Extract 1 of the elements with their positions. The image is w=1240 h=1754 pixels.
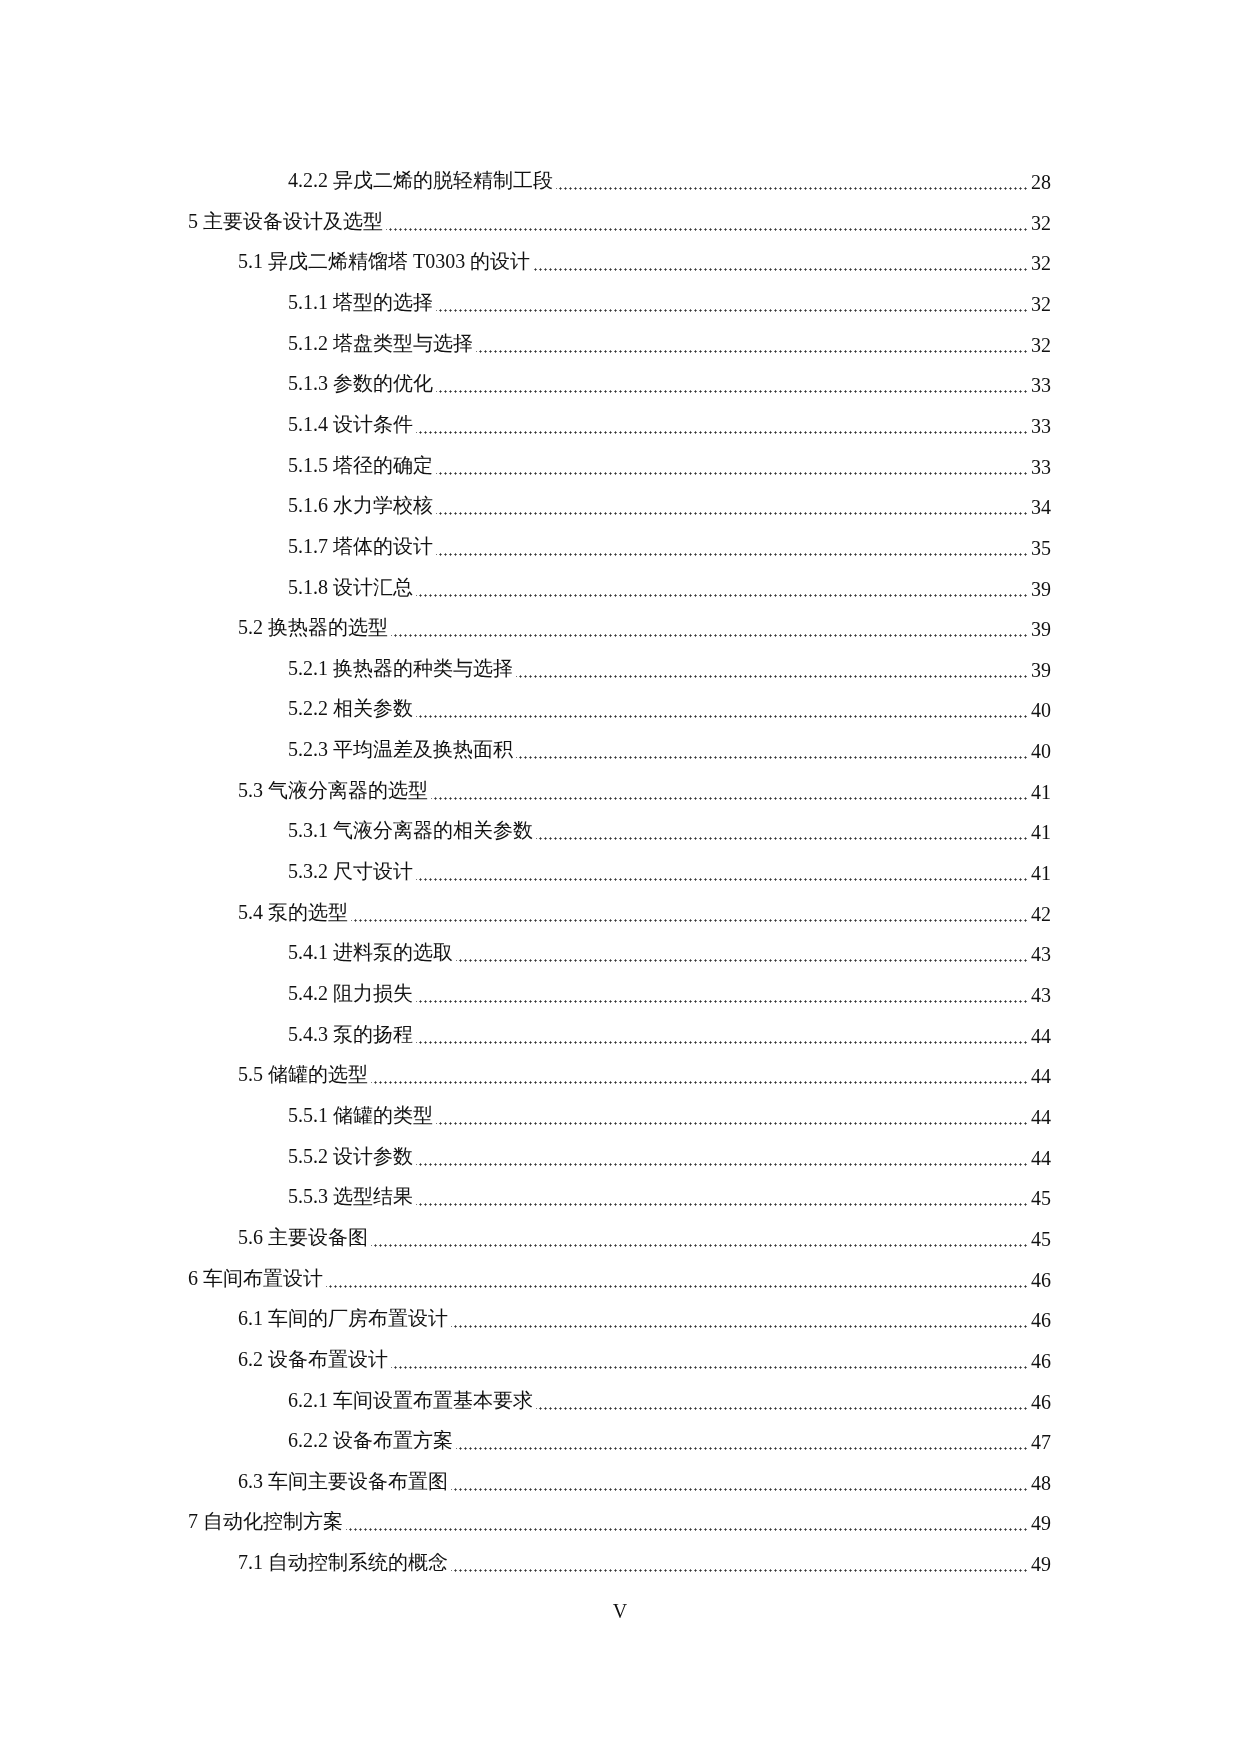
- page-folio: V: [612, 1600, 628, 1622]
